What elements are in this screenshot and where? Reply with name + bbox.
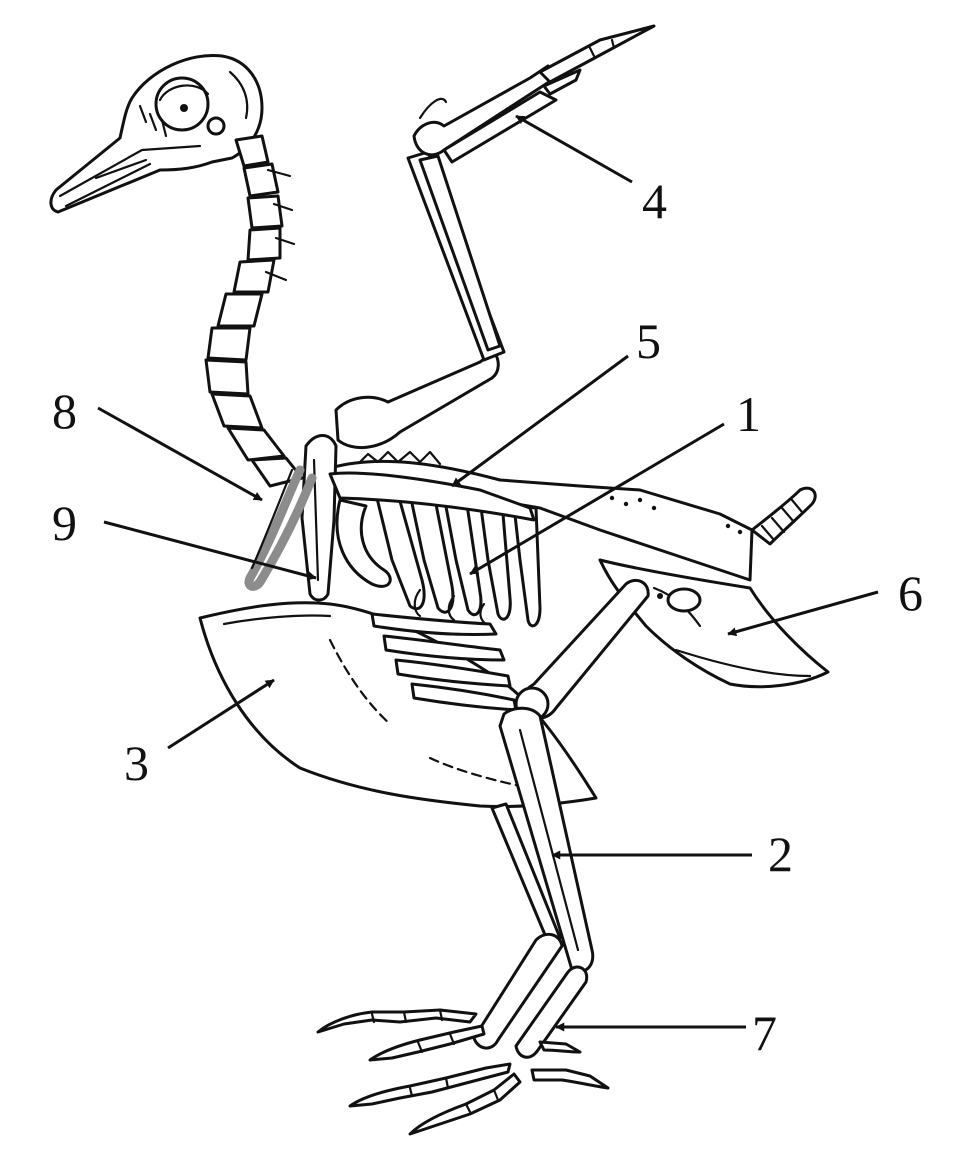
leader-line-8 (97, 406, 263, 502)
leader-lines (97, 114, 879, 1032)
sternum-keel (198, 601, 598, 809)
scapula (328, 471, 536, 522)
label-2: 2 (768, 826, 793, 882)
furcula (244, 465, 317, 591)
leg (316, 579, 650, 1136)
label-8: 8 (52, 383, 77, 439)
leader-line-6 (727, 590, 879, 637)
label-4: 4 (642, 173, 667, 229)
leader-line-5 (451, 354, 629, 488)
label-1: 1 (736, 386, 761, 442)
leader-line-9 (103, 520, 317, 581)
leader-line-1 (469, 422, 725, 576)
neck-vertebrae (204, 134, 304, 488)
label-7: 7 (752, 1005, 777, 1061)
leader-line-4 (515, 114, 633, 184)
rib-cage (335, 492, 542, 712)
skull (49, 53, 264, 214)
number-labels: 1 2 3 4 5 6 7 8 9 (52, 173, 923, 1061)
label-9: 9 (52, 495, 77, 551)
raised-wing (334, 24, 656, 450)
label-3: 3 (124, 735, 149, 791)
label-6: 6 (898, 565, 923, 621)
pelvis (598, 558, 830, 689)
label-5: 5 (636, 313, 661, 369)
leader-line-3 (167, 678, 275, 750)
